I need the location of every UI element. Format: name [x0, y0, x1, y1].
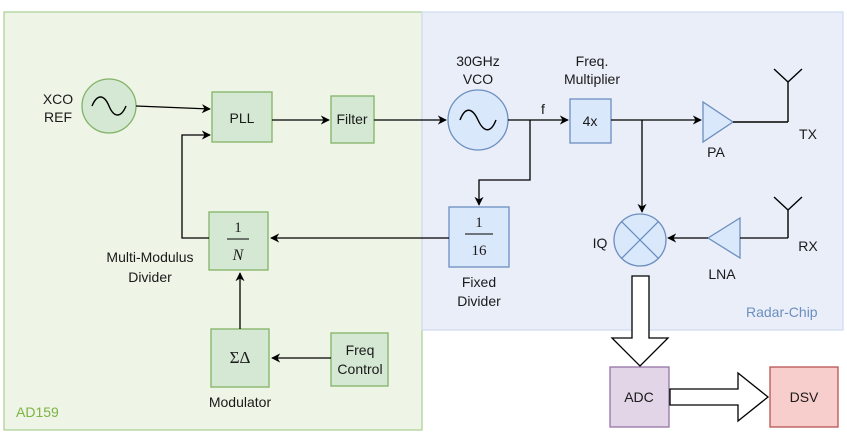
xco-ref-label-line1: XCO: [43, 91, 73, 107]
fixed-divider-denominator: 16: [472, 243, 488, 259]
tx-label: TX: [799, 126, 818, 142]
iq-mixer: [613, 213, 667, 267]
multi-modulus-label-line1: Multi-Modulus: [106, 249, 193, 265]
ad159-label: AD159: [16, 404, 59, 420]
fixed-divider-numerator: 1: [475, 215, 483, 231]
tx-antenna-icon: [733, 68, 803, 123]
multi-modulus-to-pll-feedback: [181, 130, 211, 239]
xco-ref-oscillator: [81, 78, 137, 134]
freq-control-label-line1: Freq: [346, 342, 375, 358]
iq-to-adc-hollow-arrow: [610, 275, 670, 367]
freq-multiplier-label-line1: Freq.: [576, 53, 609, 69]
vco-label-line1: 30GHz: [456, 53, 500, 69]
vco-label-line2: VCO: [463, 71, 493, 87]
modulator-block: [210, 328, 270, 388]
dsv-block: [769, 366, 839, 428]
freq-multiplier-box-label: 4x: [583, 113, 598, 129]
multi-modulus-divider-block: [208, 211, 269, 271]
vco-to-fixed-divider-arrow: [474, 120, 531, 206]
filter-block: [330, 95, 375, 144]
pll-block: [211, 91, 273, 143]
rx-label: RX: [798, 238, 818, 254]
iq-label: IQ: [593, 235, 608, 251]
multi-modulus-label-line2: Divider: [128, 269, 172, 285]
lna-label: LNA: [708, 266, 736, 282]
adc-block: [609, 366, 670, 428]
dsv-label: DSV: [790, 389, 819, 405]
fixed-divider-label-line1: Fixed: [462, 274, 496, 290]
freq-multiplier-block: [569, 98, 612, 144]
fixed-divider-block: [448, 206, 510, 268]
multi-modulus-denominator: N: [232, 247, 245, 264]
pll-label: PLL: [230, 110, 255, 126]
adc-label: ADC: [624, 389, 654, 405]
multi-modulus-numerator: 1: [234, 220, 242, 236]
freq-control-block: [330, 332, 389, 387]
xco-to-pll-arrow: [135, 104, 211, 114]
pa-label: PA: [707, 144, 725, 160]
signal-connections: [135, 104, 788, 363]
pa-amplifier: [702, 100, 735, 144]
modulator-symbol: ΣΔ: [230, 348, 251, 367]
freq-control-label-line2: Control: [337, 361, 382, 377]
rx-antenna-icon: [773, 196, 803, 238]
vco-output-label: f: [541, 101, 545, 117]
vco-oscillator: [447, 89, 509, 151]
freq-multiplier-label-line2: Multiplier: [564, 71, 620, 87]
fixed-divider-label-line2: Divider: [457, 293, 501, 309]
xco-ref-label-line2: REF: [44, 109, 72, 125]
radar-chip-label: Radar-Chip: [746, 304, 818, 320]
filter-label: Filter: [336, 111, 367, 127]
adc-to-dsv-hollow-arrow: [669, 371, 770, 423]
modulator-label: Modulator: [209, 394, 272, 410]
